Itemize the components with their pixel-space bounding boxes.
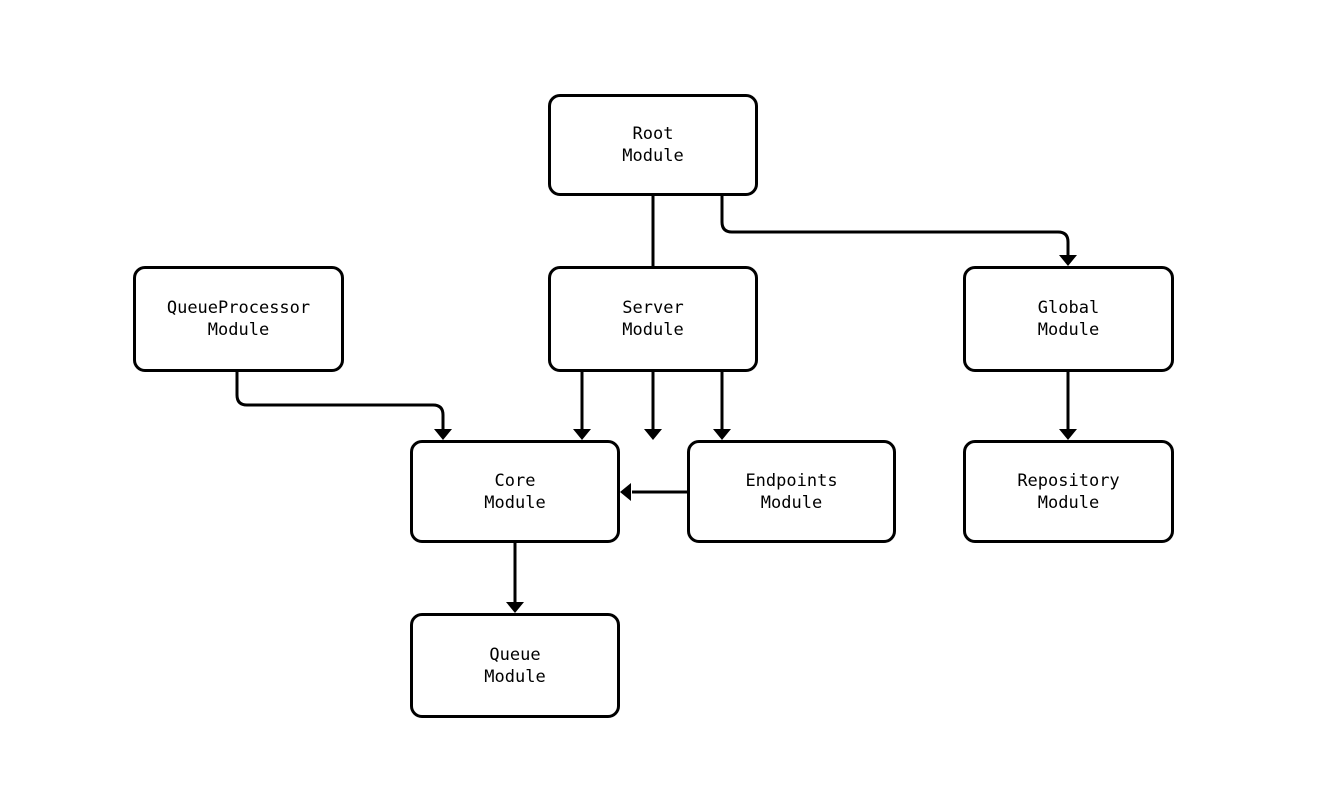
- node-queue[interactable]: Queue Module: [410, 613, 620, 718]
- node-label-endpoints: Endpoints Module: [745, 470, 838, 513]
- edge-endpoints-to-core: [620, 483, 687, 501]
- edge-server-to-core: [573, 372, 591, 440]
- arrowhead-icon: [506, 602, 524, 613]
- arrowhead-icon: [644, 429, 662, 440]
- node-repository[interactable]: Repository Module: [963, 440, 1174, 543]
- arrowhead-icon: [573, 429, 591, 440]
- edge-line: [235, 372, 445, 430]
- arrowhead-icon: [1059, 255, 1077, 266]
- edge-line: [720, 196, 1070, 256]
- node-label-core: Core Module: [484, 470, 546, 513]
- arrowhead-icon: [713, 429, 731, 440]
- edge-root-to-global: [720, 196, 1077, 266]
- node-label-repository: Repository Module: [1017, 470, 1120, 513]
- arrowhead-icon: [1059, 429, 1077, 440]
- node-global[interactable]: Global Module: [963, 266, 1174, 372]
- node-root[interactable]: Root Module: [548, 94, 758, 196]
- node-server[interactable]: Server Module: [548, 266, 758, 372]
- node-label-queue: Queue Module: [484, 644, 546, 687]
- arrowhead-icon: [620, 483, 631, 501]
- edge-core-to-queue: [506, 543, 524, 613]
- node-core[interactable]: Core Module: [410, 440, 620, 543]
- node-queueprocessor[interactable]: QueueProcessor Module: [133, 266, 344, 372]
- arrowhead-icon: [434, 429, 452, 440]
- node-endpoints[interactable]: Endpoints Module: [687, 440, 896, 543]
- edge-server-to-endpoints: [713, 372, 731, 440]
- edge-queueprocessor-to-core: [235, 372, 452, 440]
- node-label-queueprocessor: QueueProcessor Module: [166, 298, 311, 340]
- node-label-server: Server Module: [622, 298, 684, 340]
- node-label-global: Global Module: [1037, 298, 1100, 340]
- node-label-root: Root Module: [622, 124, 684, 166]
- edge-global-to-repository: [1059, 372, 1077, 440]
